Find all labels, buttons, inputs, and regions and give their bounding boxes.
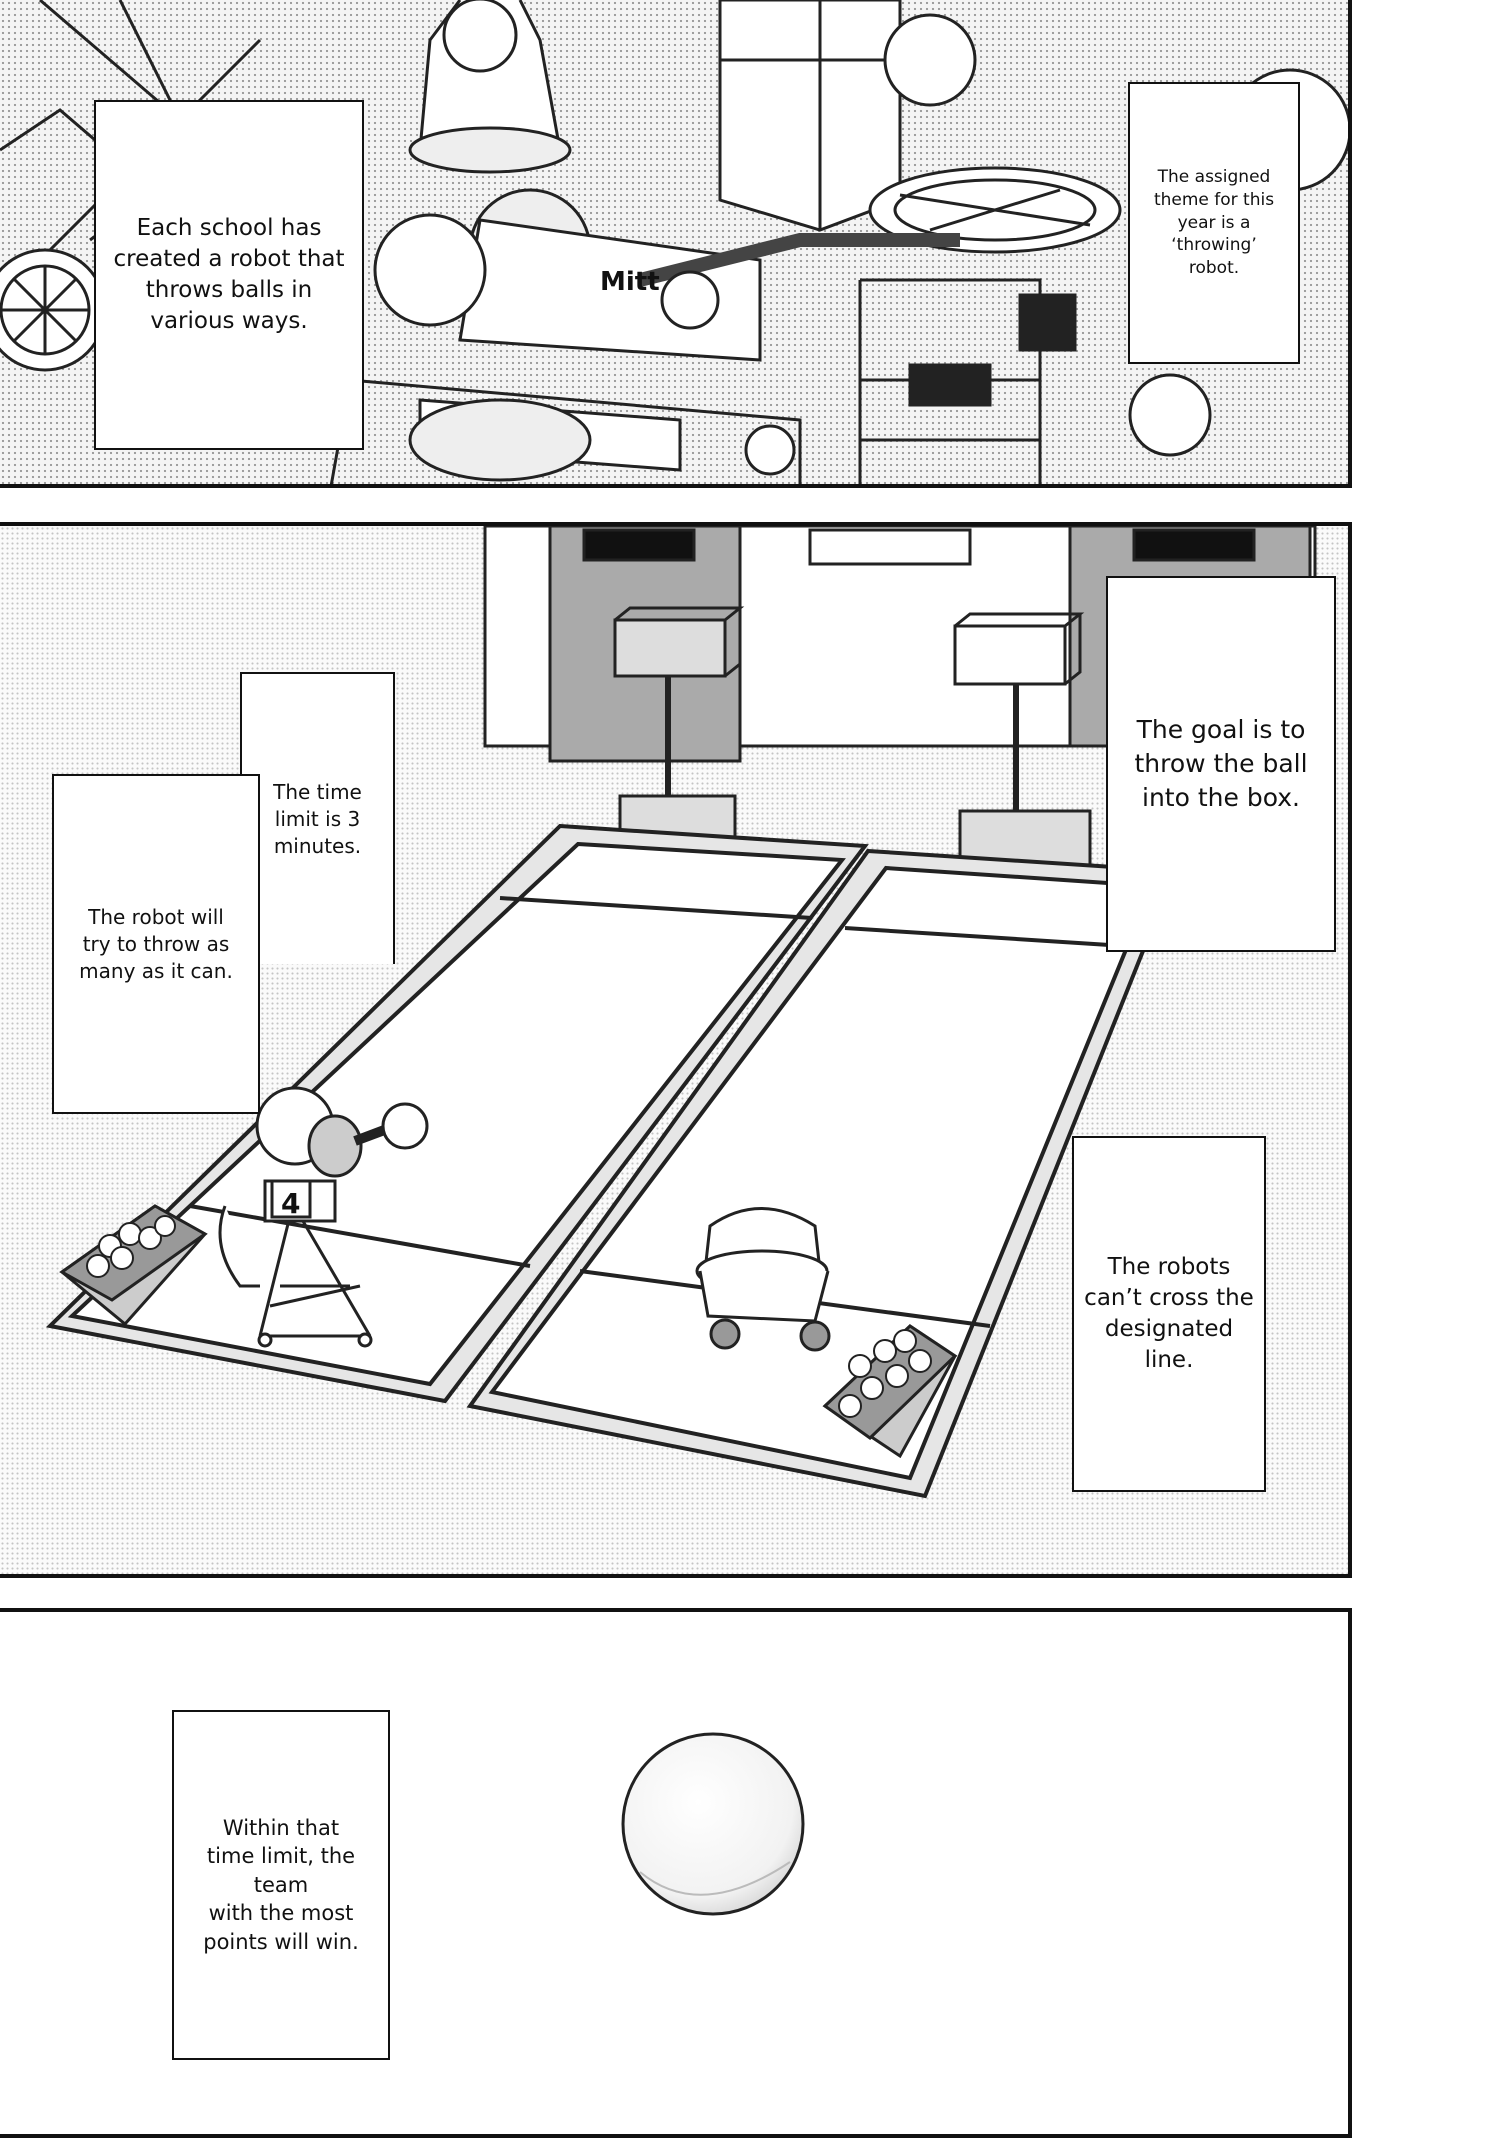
robot-number-plate bbox=[270, 1179, 312, 1219]
caption-robot-will-try: The robot will try to throw as many as i… bbox=[52, 774, 260, 1114]
robot-number: 4 bbox=[281, 1187, 300, 1220]
robots-pile-illustration: Mitt bbox=[0, 0, 1348, 484]
caption-each-school: Each school has created a robot that thr… bbox=[94, 100, 364, 450]
caption-time-limit: The time limit is 3 minutes. bbox=[240, 672, 395, 964]
robot-body-label: Mitt bbox=[600, 267, 660, 297]
panel-robots-overview: Mitt bbox=[0, 0, 1352, 488]
caption-designated-line: The robots can’t cross the designated li… bbox=[1072, 1136, 1266, 1492]
ball-illustration bbox=[621, 1732, 805, 1916]
caption-assigned-theme: The assigned theme for this year is a ‘t… bbox=[1128, 82, 1300, 364]
ball bbox=[621, 1732, 805, 1916]
caption-goal: The goal is to throw the ball into the b… bbox=[1106, 576, 1336, 952]
caption-team-wins: Within that time limit, the team with th… bbox=[172, 1710, 390, 2060]
